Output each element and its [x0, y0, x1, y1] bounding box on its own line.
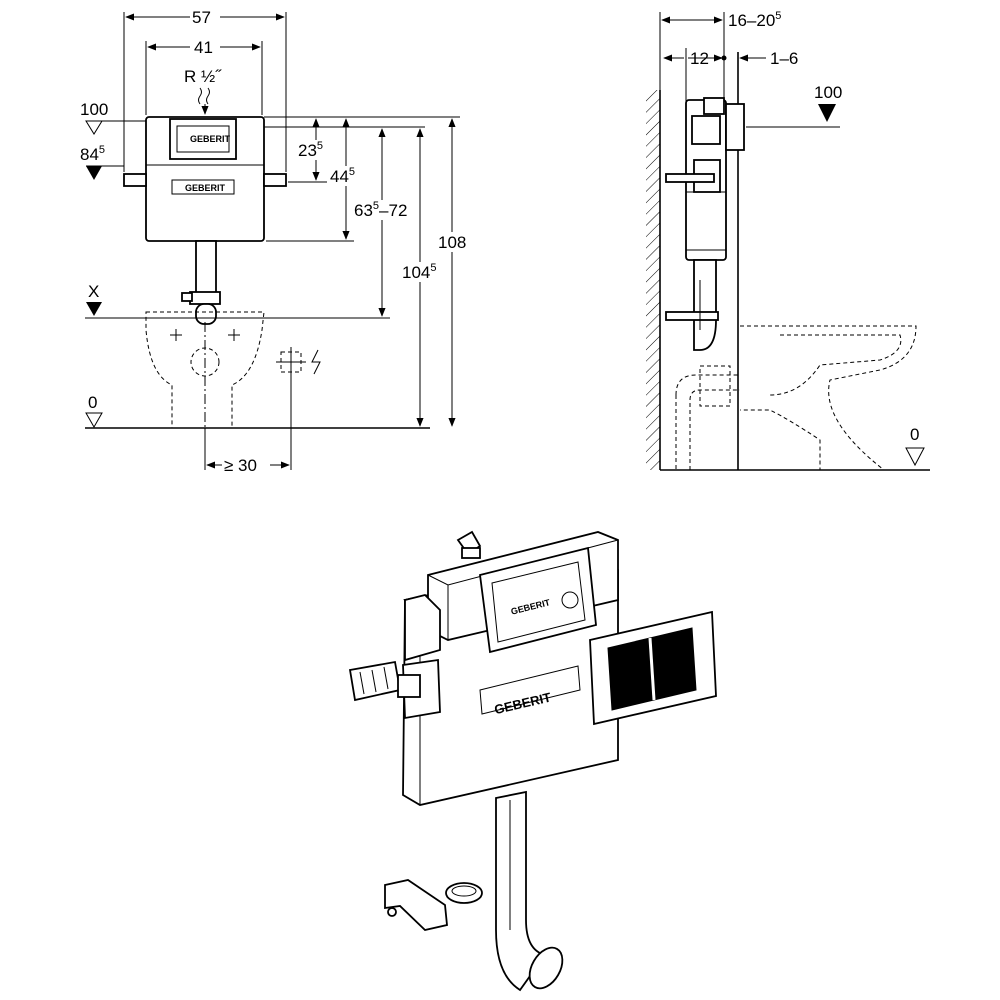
right-valve — [263, 173, 287, 187]
lightning-icon — [311, 349, 321, 375]
level-zero-right: 0 — [910, 425, 919, 444]
iso-wall-bracket — [384, 879, 448, 931]
iso-left-bracket — [348, 660, 402, 702]
dim-44: 445 — [330, 166, 355, 186]
dim-width-41: 41 — [194, 38, 213, 57]
level-marker-zero-left — [85, 412, 103, 429]
dim-width-57: 57 — [192, 8, 211, 27]
level-zero-left: 0 — [88, 393, 97, 412]
level-100-left: 100 — [80, 100, 108, 119]
wall-hatch — [646, 90, 660, 470]
iso-inlet-frame — [479, 546, 597, 654]
level-marker-100 — [85, 120, 103, 135]
level-x-label: X — [88, 282, 99, 301]
level-marker-x — [86, 302, 102, 316]
dim-63-72: 635–72 — [354, 200, 407, 220]
side-flush-pipe — [693, 259, 717, 351]
isometric-view: GEBERIT GEBERIT — [348, 530, 717, 992]
level-marker-100-right — [818, 104, 836, 122]
dim-23: 235 — [298, 140, 323, 160]
level-marker-84 — [86, 166, 102, 180]
level-84: 845 — [80, 144, 105, 164]
dim-104: 1045 — [402, 262, 437, 282]
connection-label: R ½˝ — [184, 67, 222, 86]
side-toilet-outline — [740, 325, 917, 471]
level-marker-zero-right — [905, 447, 925, 467]
dim-108: 108 — [438, 233, 466, 252]
dim-depth-16-20: 16–205 — [728, 10, 781, 30]
dim-offset-30: ≥ 30 — [224, 456, 257, 475]
left-valve — [123, 173, 147, 187]
toilet-bowl-outline — [145, 311, 265, 429]
front-body-brand: GEBERIT — [185, 183, 226, 193]
dim-12: 12 — [690, 49, 709, 68]
dim-1-6: 1–6 — [770, 49, 798, 68]
front-small-brand: GEBERIT — [190, 134, 231, 144]
side-view: 16–205 12 1–6 100 0 — [646, 10, 930, 471]
flush-pipe — [195, 240, 217, 297]
front-view: GEBERIT GEBERIT 57 41 R — [80, 7, 469, 475]
level-100-right: 100 — [814, 83, 842, 102]
